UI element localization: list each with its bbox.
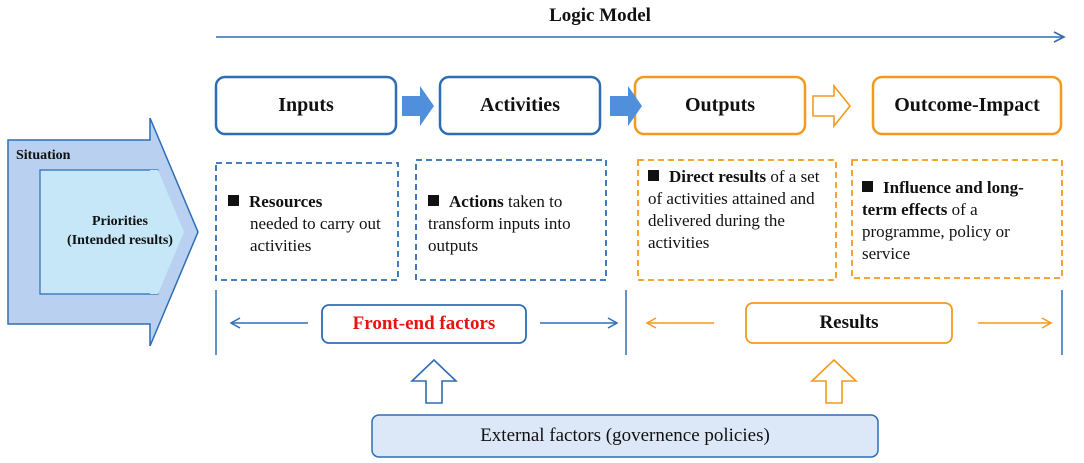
outputs-to-outcome-arrow [812, 83, 852, 129]
outcome-impact-label: Outcome-Impact [894, 94, 1040, 116]
activities-label: Activities [480, 94, 560, 116]
external-factors-box [371, 414, 879, 458]
outcome-description-rest: of a programme, policy or service [862, 200, 1010, 263]
results-right-arrow [978, 317, 1053, 329]
priorities-line2: (Intended results) [67, 233, 173, 248]
front-end-factors-label: Front-end factors [352, 313, 496, 334]
outcome-description: Influence and long-term effects of a pro… [862, 178, 1024, 263]
activities-box [438, 75, 602, 136]
situation-arrow [7, 117, 199, 347]
front-end-box [321, 304, 527, 344]
results-box [745, 302, 953, 344]
front-end-right-arrow [540, 317, 619, 329]
external-to-results-arrow [810, 358, 858, 404]
external-factors-label: External factors (governence policies) [480, 425, 770, 446]
bullet-icon [648, 170, 659, 181]
inputs-box [214, 75, 398, 136]
results-label: Results [819, 312, 879, 333]
inputs-description: Resources needed to carry out activities [228, 191, 394, 257]
outputs-desc-box [637, 159, 837, 281]
results-left-arrow [645, 317, 714, 329]
bullet-icon [228, 195, 239, 206]
inputs-desc-box [215, 162, 399, 281]
inputs-label: Inputs [278, 94, 334, 116]
priorities-label: Priorities (Intended results) [45, 212, 195, 250]
bullet-icon [428, 195, 439, 206]
logic-model-arrow [216, 31, 1066, 43]
activities-desc-box [415, 159, 607, 281]
external-to-front-end-arrow [410, 358, 458, 404]
priorities-line1: Priorities [92, 214, 148, 229]
front-end-left-arrow [229, 317, 308, 329]
outcome-desc-box [851, 159, 1063, 279]
outputs-description: Direct results of a set of activities at… [648, 167, 820, 252]
situation-label: Situation [16, 148, 71, 163]
inputs-to-activities-arrow [402, 86, 434, 126]
outputs-description-rest: of a set of activities attained and deli… [648, 167, 820, 252]
activities-to-outputs-arrow [610, 86, 642, 126]
activities-description: Actions taken to transform inputs into o… [428, 192, 571, 255]
outputs-label: Outputs [684, 94, 756, 116]
diagram-title: Logic Model [549, 5, 651, 26]
inputs-description-rest: needed to carry out activities [250, 214, 381, 255]
bullet-icon [862, 181, 873, 192]
outcome-impact-box [871, 75, 1063, 136]
activities-description-rest: taken to transform inputs into outputs [428, 192, 571, 255]
